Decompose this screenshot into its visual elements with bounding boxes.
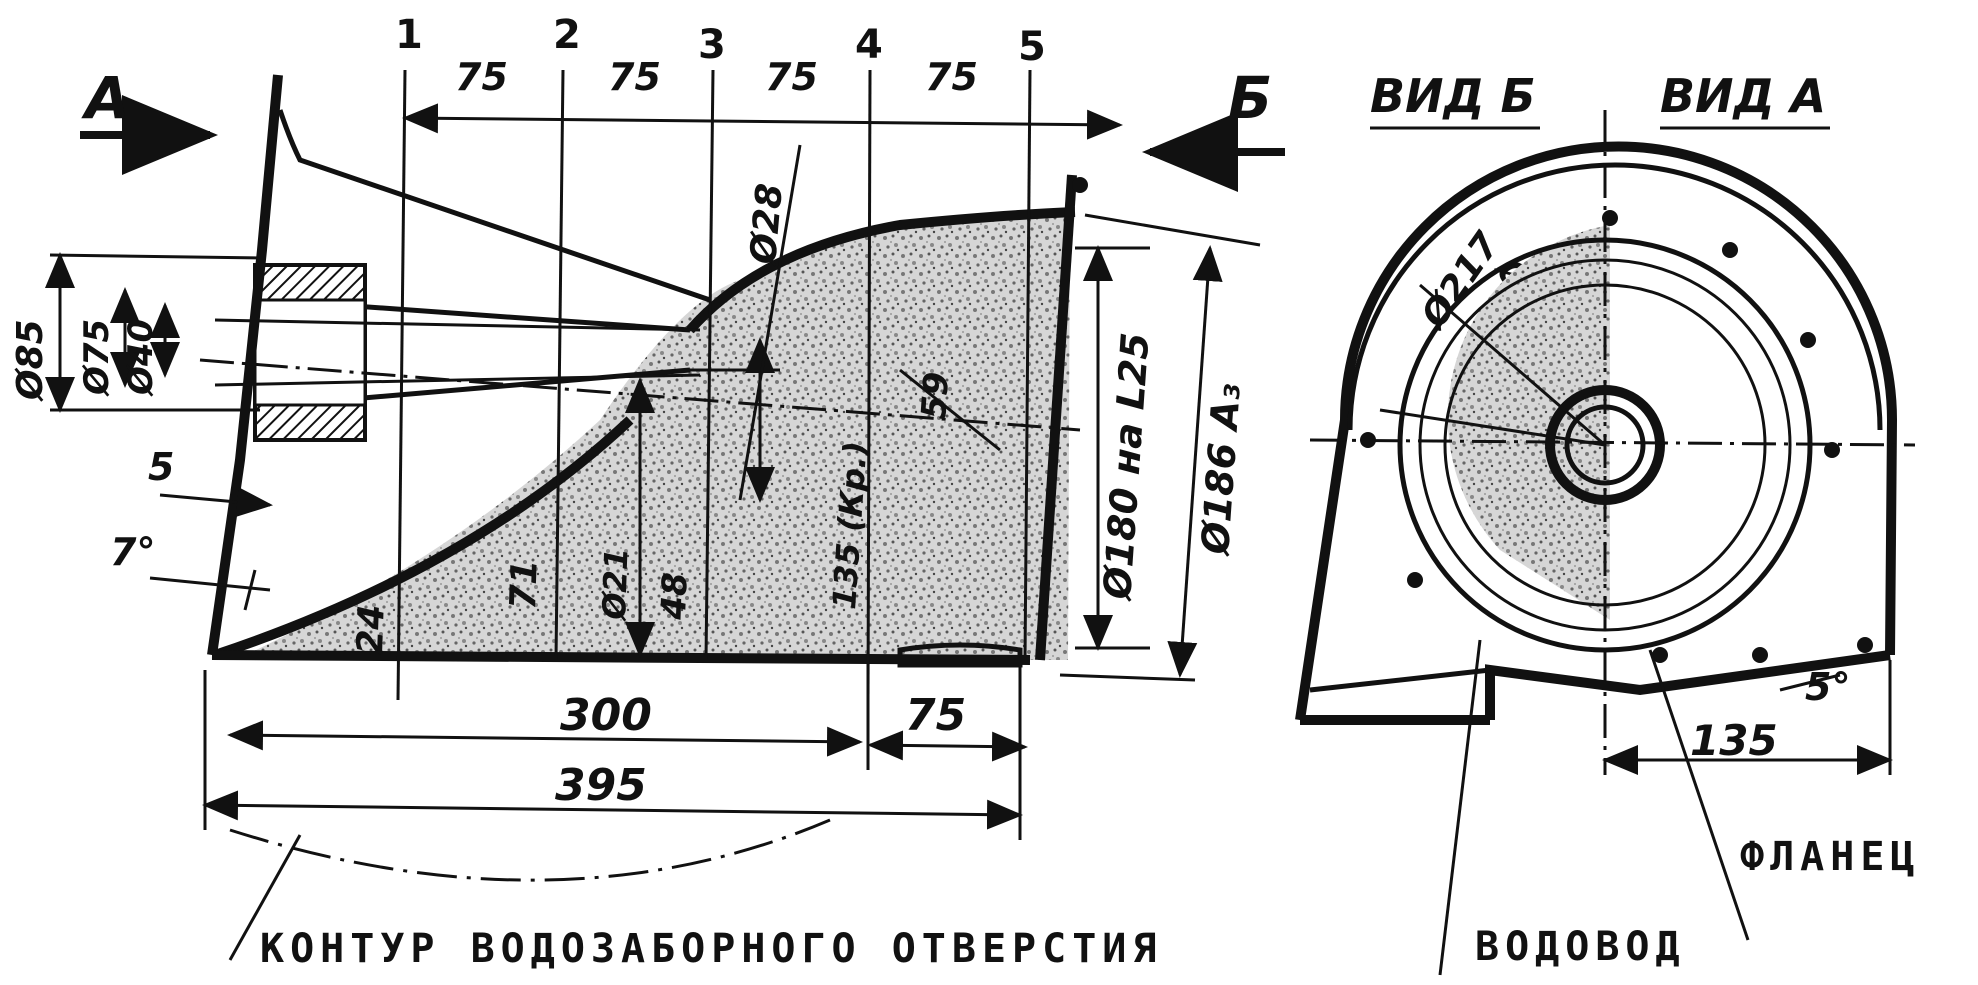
captions: КОНТУР ВОДОЗАБОРНОГО ОТВЕРСТИЯ ВОДОВОД Ф…: [228, 818, 1921, 972]
dim-21: Ø21: [595, 547, 636, 622]
dim-180: Ø180 на L25: [1095, 331, 1158, 602]
view-arrow-b: Б: [1142, 64, 1285, 192]
dim-angle-5: 5°: [1805, 665, 1850, 709]
view-title-b: ВИД Б: [1370, 69, 1536, 123]
section-numbers: 1 2 3 4 5: [395, 12, 1046, 70]
section-lines: [396, 69, 1032, 701]
section-number-1: 1: [395, 12, 423, 58]
view-arrow-a-label: А: [81, 64, 130, 132]
dim-length-300: 300: [560, 690, 652, 741]
front-view-speckle: [1447, 225, 1610, 620]
caption-intake-contour: КОНТУР ВОДОЗАБОРНОГО ОТВЕРСТИЯ: [260, 926, 1162, 972]
dim-28: Ø28: [743, 182, 791, 268]
dim-length-75: 75: [905, 690, 966, 741]
dim-59: 59: [914, 371, 957, 421]
dim-48: 48: [654, 572, 696, 622]
view-arrow-a: А: [80, 64, 218, 175]
dim-85: Ø85: [10, 319, 51, 402]
section-number-3: 3: [698, 22, 726, 68]
section-number-4: 4: [855, 22, 883, 68]
view-arrow-b-label: Б: [1228, 64, 1272, 132]
dim-24: 24: [350, 604, 393, 656]
view-titles: ВИД Б ВИД А: [1370, 69, 1830, 130]
side-section: [45, 69, 1261, 840]
dim-pitch-2: 75: [608, 55, 661, 99]
dim-40: Ø40: [121, 319, 161, 397]
dim-pitch-4: 75: [925, 55, 978, 99]
dim-length-395: 395: [555, 760, 647, 811]
dim-75: Ø75: [77, 319, 117, 397]
dim-71: 71: [503, 559, 546, 611]
dim-186: Ø186 А₃: [1193, 382, 1249, 558]
caption-water-duct: ВОДОВОД: [1475, 924, 1686, 970]
section-number-2: 2: [553, 12, 581, 58]
front-view: [1295, 110, 1916, 976]
dim-pitch-1: 75: [455, 55, 508, 99]
section-number-5: 5: [1018, 24, 1046, 70]
dim-angle-7: 7°: [110, 530, 155, 574]
caption-flange: ФЛАНЕЦ: [1740, 834, 1921, 880]
view-title-a: ВИД А: [1660, 69, 1826, 123]
dim-135: 135: [1690, 716, 1778, 765]
dim-wall-5: 5: [148, 445, 174, 489]
dim-pitch-3: 75: [765, 55, 818, 99]
